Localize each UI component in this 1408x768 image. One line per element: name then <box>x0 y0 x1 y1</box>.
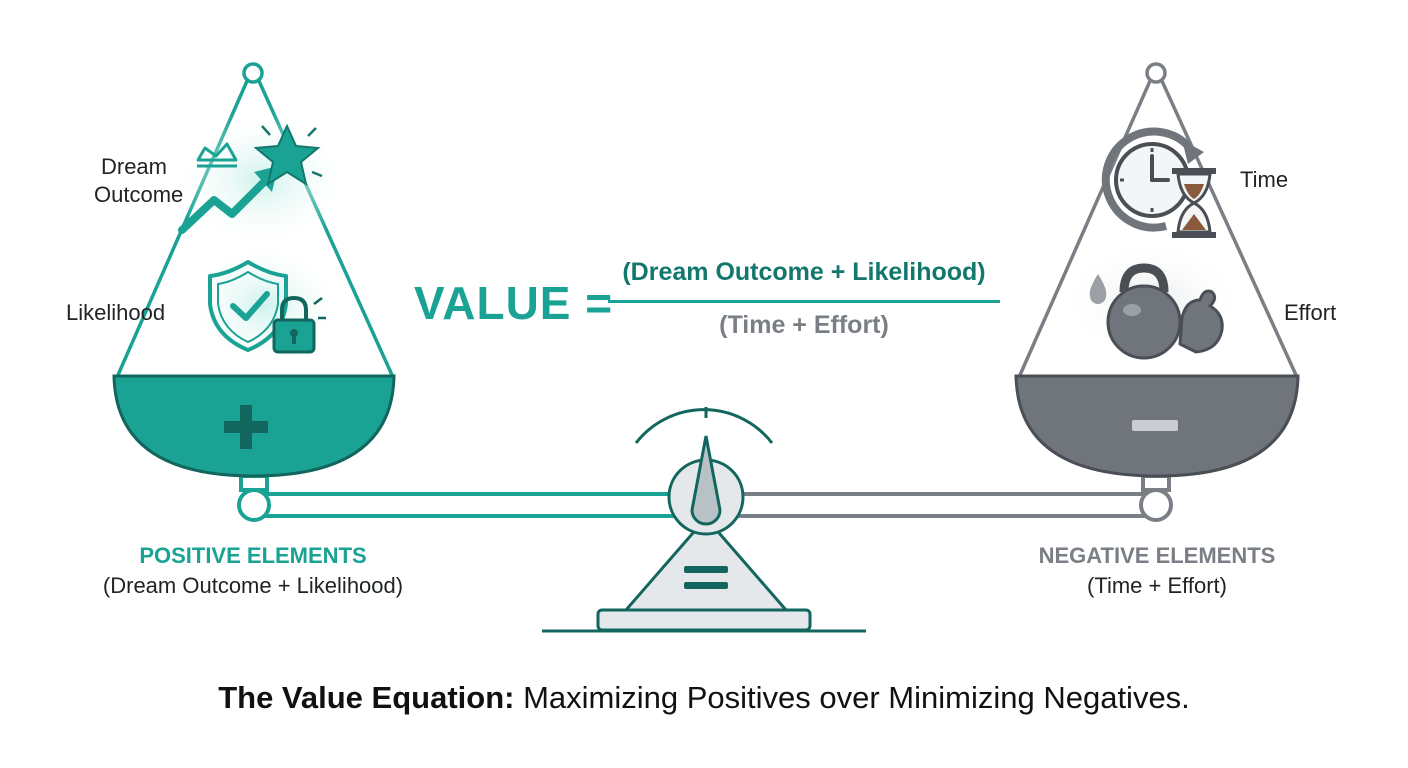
label-dream-line1: Dream <box>100 154 167 179</box>
right-pan <box>1014 62 1300 478</box>
hourglass-icon <box>1172 168 1216 238</box>
label-dream: Dream Outcome <box>94 153 184 209</box>
minus-sign-icon <box>1132 420 1178 431</box>
negative-group: NEGATIVE ELEMENTS (Time + Effort) <box>1016 543 1298 599</box>
crown-icon <box>196 142 238 168</box>
shield-check-icon <box>208 260 288 352</box>
label-likelihood: Likelihood <box>66 300 166 325</box>
negative-group-title: NEGATIVE ELEMENTS <box>1038 543 1276 568</box>
label-dream-line2: Outcome <box>94 182 184 207</box>
negative-group-sub: (Time + Effort) <box>1087 573 1227 598</box>
equals-sign-icon <box>684 566 728 573</box>
label-time: Time <box>1240 167 1289 192</box>
scale-beam <box>237 474 1173 522</box>
muscle-arm-icon <box>1178 289 1224 354</box>
sweat-drop-icon <box>1089 274 1107 304</box>
scale-fulcrum <box>542 407 866 633</box>
caption-bold: The Value Equation: <box>218 680 515 715</box>
clock-icon <box>1101 127 1204 232</box>
formula-lhs: VALUE = <box>414 277 614 329</box>
positive-group-title: POSITIVE ELEMENTS <box>139 543 367 568</box>
positive-group: POSITIVE ELEMENTS (Dream Outcome + Likel… <box>74 543 432 599</box>
padlock-icon <box>272 295 326 354</box>
label-effort: Effort <box>1284 300 1337 325</box>
formula-fraction-bar <box>608 300 1000 303</box>
caption-rest: Maximizing Positives over Minimizing Neg… <box>514 680 1190 715</box>
star-icon <box>253 123 323 187</box>
caption: The Value Equation: Maximizing Positives… <box>0 680 1408 716</box>
kettlebell-icon <box>1106 263 1182 360</box>
positive-group-sub: (Dream Outcome + Likelihood) <box>102 573 404 598</box>
formula-denominator: (Time + Effort) <box>719 311 889 339</box>
needle-icon <box>690 435 722 526</box>
formula-numerator: (Dream Outcome + Likelihood) <box>622 258 986 286</box>
